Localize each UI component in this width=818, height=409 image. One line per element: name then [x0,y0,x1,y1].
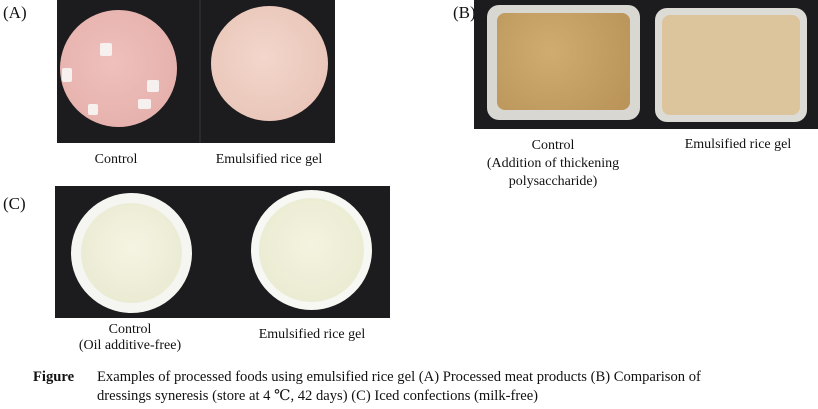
fat-chunk [62,68,72,82]
panel-b-emulsified-caption: Emulsified rice gel [684,137,792,152]
panel-b-control-caption-1: Control [531,138,575,153]
panel-c-photo [55,186,390,318]
panel-a-emulsified-caption: Emulsified rice gel [215,152,323,167]
panel-b-control-caption-3: polysaccharide) [508,174,598,189]
ice-control-cup [71,193,192,313]
panel-a-control-caption: Control [94,152,138,167]
fat-chunk [100,43,112,56]
panel-c-control-caption-2: (Oil additive-free) [78,338,182,353]
sausage-gel-slice [211,6,328,121]
panel-b-photo [474,0,818,129]
figure-caption-prefix: Figure [33,369,75,385]
fat-chunk [88,104,98,115]
panel-b-control-caption-2: (Addition of thickening [486,156,620,171]
figure-caption-line2: dressings syneresis (store at 4 ℃, 42 da… [97,388,539,404]
panel-c-label: (C) [3,194,26,213]
dressing-control-tray [487,5,640,120]
figure-caption-line1: Examples of processed foods using emulsi… [97,369,701,385]
ice-gel-cup [251,190,372,310]
ice-control [81,203,182,303]
photo-divider [199,0,201,143]
fat-chunk [138,99,151,109]
panel-b-label: (B) [453,3,476,22]
dressing-gel [662,15,800,115]
panel-a-label: (A) [3,3,27,22]
fat-chunk [147,80,159,92]
dressing-gel-tray [655,8,807,122]
panel-a-photo [57,0,335,143]
dressing-control [497,13,630,110]
panel-c-emulsified-caption: Emulsified rice gel [258,327,366,342]
sausage-control-slice [60,10,177,127]
ice-gel [259,198,364,302]
panel-c-control-caption-1: Control [108,322,152,337]
